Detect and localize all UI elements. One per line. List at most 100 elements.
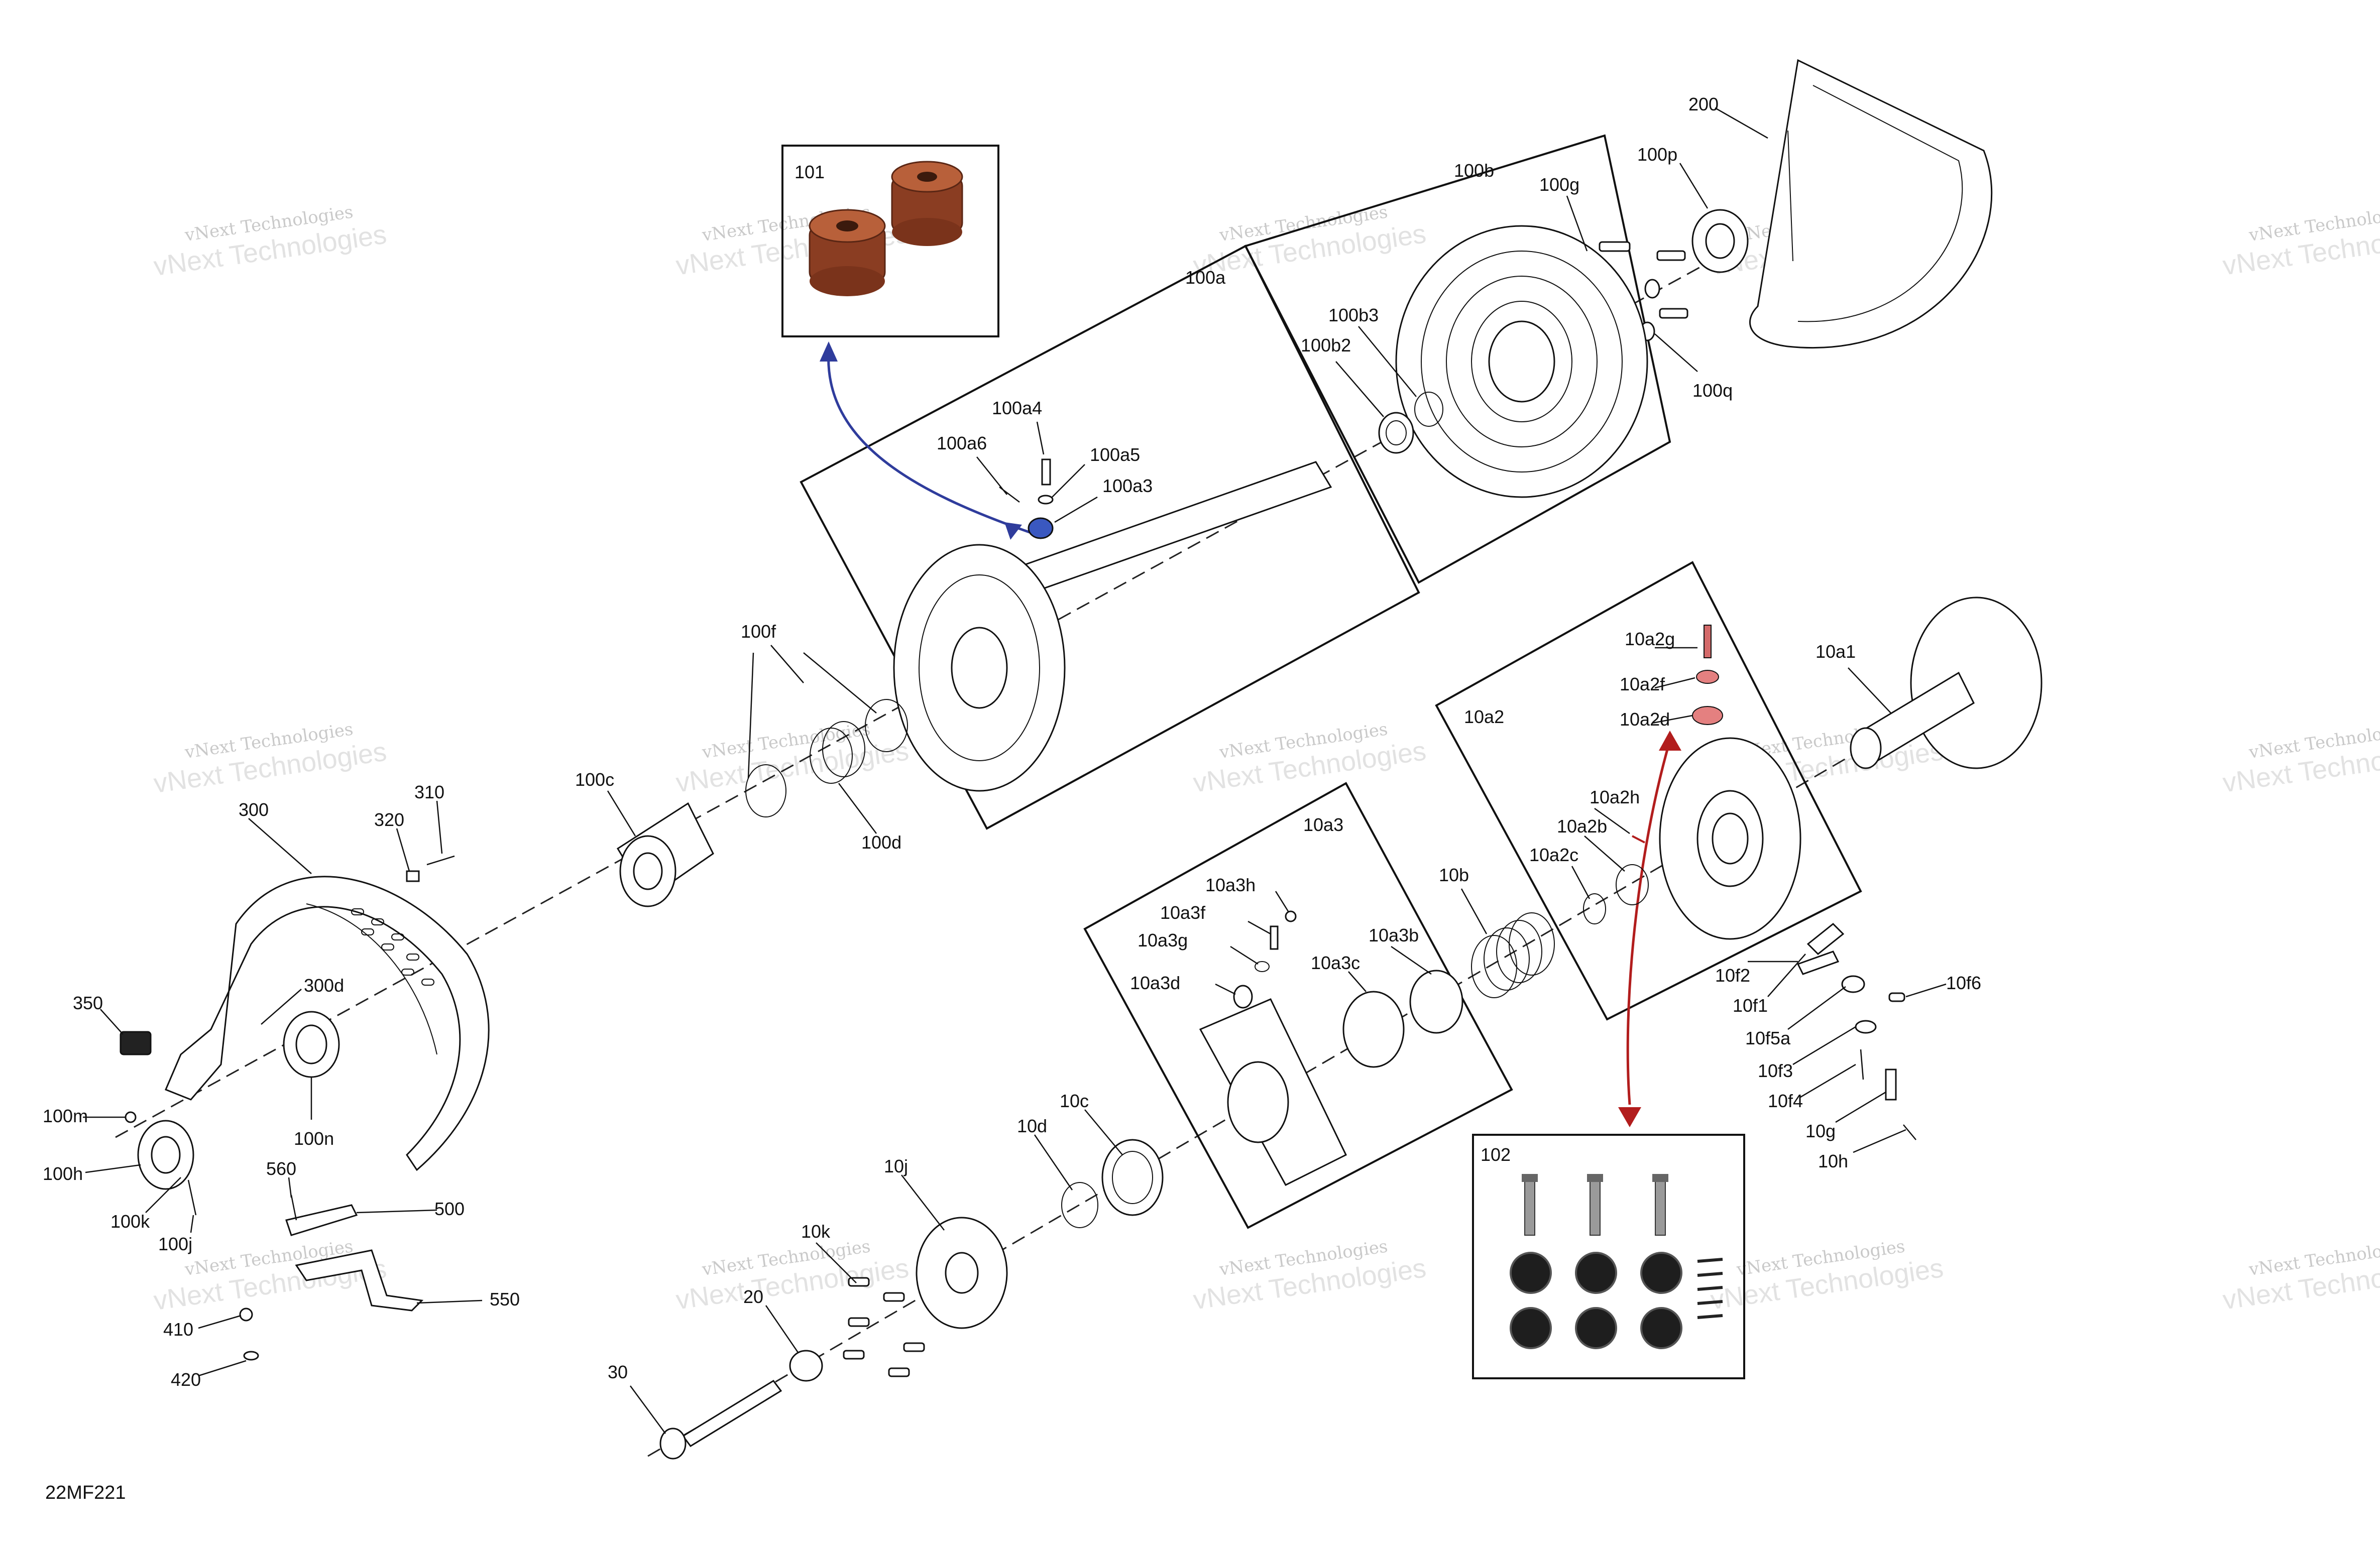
part-label: 10b [1439, 865, 1469, 885]
bushing-image [809, 209, 886, 296]
spider-10a3 [1199, 998, 1347, 1186]
spring-10b [1471, 912, 1555, 998]
part-label: 550 [490, 1289, 520, 1310]
part-label: 10a3c [1311, 953, 1360, 973]
bracket-550 [295, 1249, 424, 1312]
watermark: vNext Technologies vNext Technologies [2221, 719, 2380, 798]
watermark: vNext Technologies vNext Technologies [1191, 719, 1428, 798]
ring-10a2c [1583, 893, 1606, 924]
part-label: 100g [1539, 174, 1579, 195]
part-label: 300 [239, 799, 269, 820]
part-label: 20 [743, 1286, 763, 1307]
drive-belt [1749, 59, 1993, 348]
belt-guard-300 [165, 876, 490, 1171]
bushing-10a2b [1616, 864, 1649, 905]
part-label: 10a2 [1464, 706, 1504, 727]
bearing-10c-inner [1112, 1151, 1153, 1204]
weight-image [1510, 1252, 1552, 1294]
part-label: 10a2g [1625, 629, 1675, 649]
bearing-100p [1691, 209, 1749, 273]
ramp-10f1 [1806, 922, 1845, 956]
bushing-100a3 [1028, 517, 1054, 539]
screw-410 [239, 1308, 253, 1322]
inset-101-label: 101 [795, 162, 825, 182]
bushing-image [891, 161, 963, 246]
part-label: 100p [1637, 144, 1677, 165]
watermark: vNext Technologies vNext Technologies [1709, 1236, 1945, 1315]
part-label: 100j [158, 1234, 192, 1254]
bearing-10c [1101, 1139, 1164, 1216]
part-label: 100h [43, 1163, 83, 1184]
bolts-560 [290, 1195, 297, 1221]
watermark: vNext Technologies vNext Technologies [152, 719, 388, 799]
cam-100c [616, 802, 714, 907]
inset-102-label: 102 [1481, 1144, 1511, 1165]
part-label: 30 [608, 1362, 628, 1382]
washer-20 [789, 1350, 823, 1382]
watermark: vNext Technologies vNext Technologies [152, 202, 388, 282]
pin-10a2h [1632, 835, 1645, 844]
part-label: 10f2 [1715, 965, 1750, 986]
washer-10a3g [1255, 961, 1270, 972]
part-label: 10a1 [1816, 641, 1856, 662]
bolt-30 [659, 1380, 782, 1460]
part-label: 10a2b [1557, 816, 1607, 837]
nut-320 [406, 870, 420, 882]
hub-10j [916, 1217, 1008, 1329]
small-pins-image [1697, 1258, 1723, 1319]
watermark: vNext Technologies vNext Technologies [1191, 1236, 1428, 1315]
part-label: 100c [575, 769, 614, 790]
part-label: 10a2f [1620, 674, 1665, 694]
pin-10a3f [1270, 925, 1279, 950]
screw-100a4 [1041, 458, 1051, 486]
callout-arrow-102 [1626, 740, 1671, 1105]
ring-100f [865, 699, 908, 752]
screw-100j [187, 1179, 197, 1216]
part-label: 10a3g [1138, 930, 1188, 951]
hole-pattern [351, 908, 434, 986]
leader-lines [83, 107, 1947, 1434]
ring [745, 764, 786, 817]
part-label: 100a6 [937, 433, 987, 453]
weight-image [1640, 1307, 1682, 1349]
callout-arrow-101 [827, 351, 1030, 534]
pin-10f4 [1860, 1049, 1864, 1080]
part-label: 10k [801, 1221, 831, 1242]
part-label: 10a2h [1590, 787, 1640, 807]
part-label: 10a2c [1529, 845, 1578, 865]
box-10a3 [1083, 782, 1513, 1229]
movable-sheave-100a [893, 461, 1332, 792]
part-label: 100a3 [1102, 476, 1153, 496]
part-label: 10f6 [1946, 973, 1981, 993]
part-label: 100b3 [1328, 305, 1379, 325]
part-label: 10a3d [1130, 973, 1180, 993]
pin-image [1587, 1174, 1603, 1236]
watermarks: vNext Technologies vNext Technologies vN… [152, 202, 2380, 1316]
part-label: 10c [1060, 1091, 1089, 1111]
pin-image [1652, 1174, 1668, 1236]
spring-100d [810, 721, 865, 784]
part-labels: 200 100p 100g 100b 100q 100b3 100b2 100a… [43, 94, 1981, 1390]
part-label: 100q [1692, 380, 1733, 401]
part-label: 100f [741, 621, 776, 642]
ring-100b3 [1414, 392, 1443, 427]
arrow-head [1659, 731, 1681, 751]
ring-10a3b [1409, 970, 1463, 1034]
washer-10f3 [1855, 1020, 1877, 1034]
box-100b [1244, 134, 1671, 584]
inset-box-102 [1472, 1134, 1745, 1379]
watermark: vNext Technologies vNext Technologies [674, 719, 911, 798]
callout-arrows [820, 341, 1681, 1127]
fixed-sheave-10a1 [1850, 597, 2043, 769]
part-label: 10f3 [1758, 1060, 1793, 1081]
part-label: 10h [1818, 1151, 1848, 1171]
group-boxes [781, 134, 1862, 1379]
part-label: 10j [884, 1156, 908, 1176]
fixed-sheave-100b [1395, 225, 1648, 498]
plug-10f6 [1888, 992, 1905, 1002]
part-label: 10g [1805, 1121, 1836, 1141]
arrow-head [1004, 522, 1022, 540]
part-label: 420 [171, 1369, 201, 1390]
part-label: 10f1 [1733, 995, 1768, 1016]
arrow-head [1618, 1107, 1641, 1127]
